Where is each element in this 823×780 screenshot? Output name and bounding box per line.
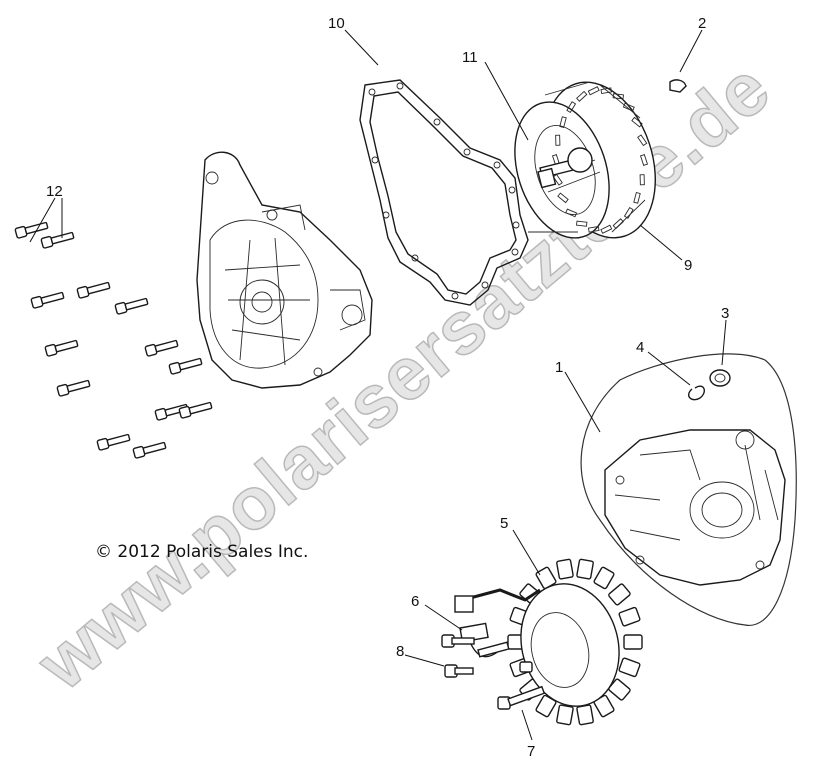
magnet-slot — [623, 206, 634, 219]
bolt — [168, 357, 203, 375]
bolt — [144, 339, 179, 357]
bolt — [114, 297, 149, 315]
stator-tooth — [608, 678, 631, 701]
callout-6: 6 — [411, 593, 419, 610]
magnet-slot — [639, 174, 645, 186]
callout-7: 7 — [527, 743, 535, 760]
part-1-crankcase — [580, 353, 797, 626]
stator-tooth — [576, 558, 594, 580]
stator-tooth — [593, 566, 615, 590]
magnet-slot — [587, 225, 600, 233]
part-9-flywheel — [514, 81, 656, 239]
copyright-text: © 2012 Polaris Sales Inc. — [95, 542, 308, 562]
bolt — [14, 221, 49, 239]
callout-4: 4 — [636, 339, 644, 356]
callout-12: 12 — [46, 183, 63, 200]
magnet-slot — [557, 192, 569, 204]
part-7-screw — [497, 685, 546, 710]
bolt — [40, 231, 75, 249]
part-6-harness — [454, 588, 541, 658]
bolt — [96, 433, 131, 451]
bolt — [178, 401, 213, 419]
magnet-slot — [631, 116, 643, 128]
part-2-key — [669, 79, 687, 93]
part-5-stator — [507, 558, 643, 726]
callout-10: 10 — [328, 15, 345, 32]
magnet-slot — [552, 173, 563, 186]
part-4-retaining-ring — [688, 385, 705, 401]
magnet-slot — [633, 191, 641, 204]
callout-3: 3 — [721, 305, 729, 322]
callout-11: 11 — [462, 49, 478, 66]
part-12-bolts — [14, 221, 213, 459]
flywheel-magnet-slots — [551, 86, 649, 234]
leader-lines — [29, 29, 727, 741]
callout-numbers: 1 2 3 4 5 6 7 8 9 10 11 12 — [46, 15, 729, 760]
stator-tooth — [556, 558, 574, 580]
callout-8: 8 — [396, 643, 404, 660]
magnet-slot — [639, 154, 649, 166]
callout-5: 5 — [500, 515, 508, 532]
magnet-slot — [612, 218, 624, 230]
magnet-slot — [576, 220, 588, 227]
part-8-screws — [441, 634, 533, 678]
bolt — [132, 441, 167, 459]
engine-cover-left — [196, 151, 373, 389]
bolt — [76, 281, 111, 299]
stator-tooth — [556, 704, 574, 726]
callout-2: 2 — [698, 15, 706, 32]
bolt — [56, 379, 91, 397]
magnet-slot — [600, 224, 613, 234]
callout-9: 9 — [684, 257, 692, 274]
part-10-gasket — [359, 79, 529, 306]
magnet-slot — [587, 86, 600, 96]
part-11-shaft — [537, 147, 593, 189]
stator-tooth — [576, 704, 594, 726]
stator-tooth — [608, 583, 631, 606]
part-3-seal — [709, 369, 731, 387]
magnet-slot — [566, 101, 577, 114]
callout-1: 1 — [555, 359, 563, 376]
stator-tooth — [623, 634, 643, 650]
magnet-slot — [612, 93, 624, 100]
magnet-slot — [576, 90, 588, 102]
bolt — [30, 291, 65, 309]
magnet-slot — [555, 134, 561, 146]
stator-tooth — [618, 606, 641, 627]
stator-tooth — [618, 657, 641, 678]
watermark-text: www.polarisersatzteile.de — [21, 46, 785, 706]
magnet-slot — [559, 116, 567, 129]
bolt — [44, 339, 79, 357]
magnet-slot — [622, 102, 635, 112]
magnet-slot — [600, 87, 613, 95]
magnet-slot — [637, 134, 648, 147]
